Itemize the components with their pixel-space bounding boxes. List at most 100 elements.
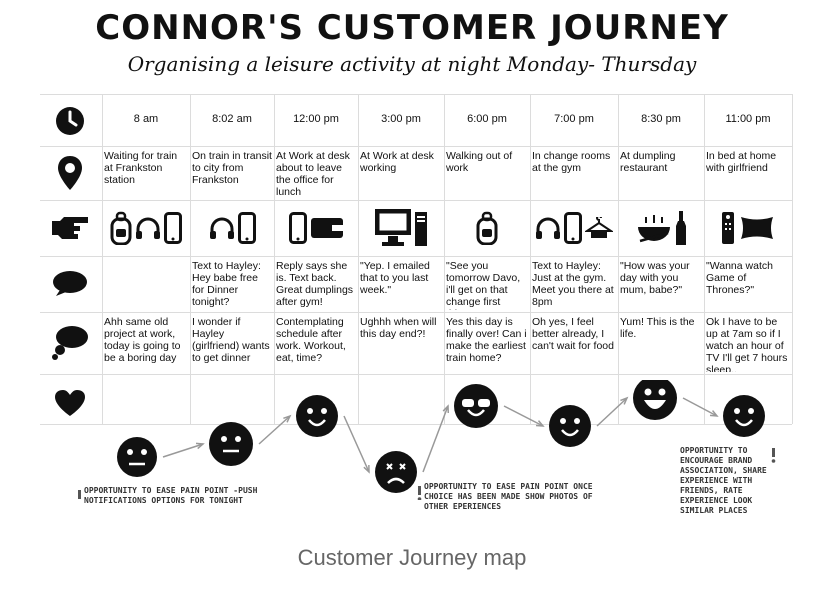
emotion-arrow [682, 397, 719, 417]
says-cell [104, 260, 188, 310]
emotion-face-happy [549, 405, 591, 447]
emotion-face-happy [723, 395, 765, 437]
grid-line [102, 94, 103, 424]
emotion-face-sad [375, 451, 417, 493]
journey-title: CONNOR'S CUSTOMER JOURNEY [95, 8, 729, 48]
time-cell: 12:00 pm [293, 113, 339, 125]
headphones-icon [209, 216, 235, 240]
time-cell: 3:00 pm [381, 113, 421, 125]
time-cell: 6:00 pm [467, 113, 507, 125]
says-cell: Text to Hayley: Just at the gym. Meet yo… [532, 260, 614, 308]
hanger-icon [585, 217, 613, 239]
location-pin-icon [40, 148, 100, 198]
emotion-face-cool [454, 384, 498, 428]
time-cell: 7:00 pm [554, 113, 594, 125]
grid-line [40, 200, 792, 201]
exclamation-icon [771, 448, 776, 463]
location-cell: On train in transit to city from Frankst… [192, 150, 272, 186]
emotion-face-very-happy [633, 380, 677, 420]
thinks-cell: Yum! This is the life. [620, 316, 695, 340]
touchpoint-cell [192, 204, 272, 252]
touchpoint-cell [446, 204, 528, 252]
headphones-icon [535, 216, 561, 240]
says-cell: "Yep. I emailed that to you last week." [360, 260, 430, 296]
thinks-cell: I wonder if Hayley (girlfriend) wants to… [192, 316, 270, 364]
heart-icon [40, 380, 100, 426]
time-cell: 8:30 pm [641, 113, 681, 125]
says-cell: "See you tomorrow Davo, i'll get on that… [446, 260, 521, 310]
says-cell: "Wanna watch Game of Thrones?" [706, 260, 773, 296]
emotion-arrow [162, 442, 205, 458]
grid-line [40, 146, 792, 147]
speech-bubble-icon [40, 258, 100, 308]
says-cell: "How was your day with you mum, babe?" [620, 260, 690, 296]
grid-line [444, 94, 445, 424]
grid-line [40, 256, 792, 257]
phone-icon [564, 212, 582, 244]
figure-caption: Customer Journey map [297, 545, 527, 570]
touchpoint-cell [104, 204, 188, 252]
emotion-arrow [596, 396, 629, 427]
thinks-cell: Ok I have to be up at 7am so if I watch … [706, 316, 788, 372]
backpack-icon [476, 211, 498, 245]
location-cell: In change rooms at the gym [532, 150, 611, 174]
phone-icon [288, 212, 307, 244]
wallet-icon [310, 216, 344, 240]
thinks-cell: Ughhh when will this day end?! [360, 316, 437, 340]
opportunity-note: OPPORTUNITY TO EASE PAIN POINT -PUSH NOT… [84, 486, 258, 505]
location-cell: Walking out of work [446, 150, 513, 174]
touchpoint-cell [706, 204, 790, 252]
remote-icon [721, 211, 735, 245]
phone-icon [164, 212, 182, 244]
location-cell: At Work at desk working [360, 150, 434, 174]
time-cell: 8:02 am [212, 113, 252, 125]
time-cell: 11:00 pm [725, 113, 771, 125]
touchpoint-cell [276, 204, 356, 252]
computer-icon [374, 208, 428, 248]
phone-icon [237, 212, 256, 244]
emotion-arrow [343, 415, 370, 474]
hand-pointing-icon [40, 204, 100, 252]
grid-line [274, 94, 275, 424]
grid-line [618, 94, 619, 424]
location-cell: In bed at home with girlfriend [706, 150, 777, 174]
opportunity-note: OPPORTUNITY TO EASE PAIN POINT ONCE CHOI… [424, 482, 593, 511]
touchpoint-cell [532, 204, 616, 252]
bowl-icon [636, 213, 672, 243]
emotion-arrow [258, 414, 292, 445]
touchpoint-cell [620, 204, 702, 252]
touchpoint-cell [360, 204, 442, 252]
exclamation-icon [78, 490, 81, 499]
thinks-cell: Contemplating schedule after work. Worko… [276, 316, 346, 364]
backpack-icon [110, 211, 132, 245]
headphones-icon [135, 216, 161, 240]
says-cell: Reply says she is. Text back. Great dump… [276, 260, 354, 308]
grid-line [40, 374, 792, 375]
grid-line [40, 424, 792, 425]
emotion-face-neutral [209, 422, 253, 466]
grid-line [530, 94, 531, 424]
time-cell: 8 am [133, 113, 159, 125]
emotion-face-happy [296, 395, 338, 437]
thinks-cell: Ahh same old project at work, today is g… [104, 316, 181, 364]
opportunity-note: OPPORTUNITY TO ENCOURAGE BRAND ASSOCIATI… [680, 446, 767, 515]
pillow-icon [738, 214, 776, 242]
thinks-cell: Oh yes, I feel better already, I can't w… [532, 316, 614, 352]
bottle-icon [675, 210, 687, 246]
grid-line [190, 94, 191, 424]
grid-line [704, 94, 705, 424]
grid-line [358, 94, 359, 424]
emotion-curve [78, 380, 776, 500]
says-cell: Text to Hayley: Hey babe free for Dinner… [192, 260, 261, 308]
location-cell: At dumpling restaurant [620, 150, 676, 174]
grid-line [40, 94, 792, 95]
emotion-arrow [422, 404, 450, 473]
grid-line [40, 312, 792, 313]
emotion-arrow [503, 405, 545, 427]
journey-subtitle: Organising a leisure activity at night M… [127, 52, 697, 76]
clock-icon [40, 98, 100, 144]
emotion-face-neutral [117, 437, 157, 477]
location-cell: At Work at desk about to leave the offic… [276, 150, 350, 198]
exclamation-icon [417, 486, 422, 500]
thinks-cell: Yes this day is finally over! Can i make… [446, 316, 527, 364]
